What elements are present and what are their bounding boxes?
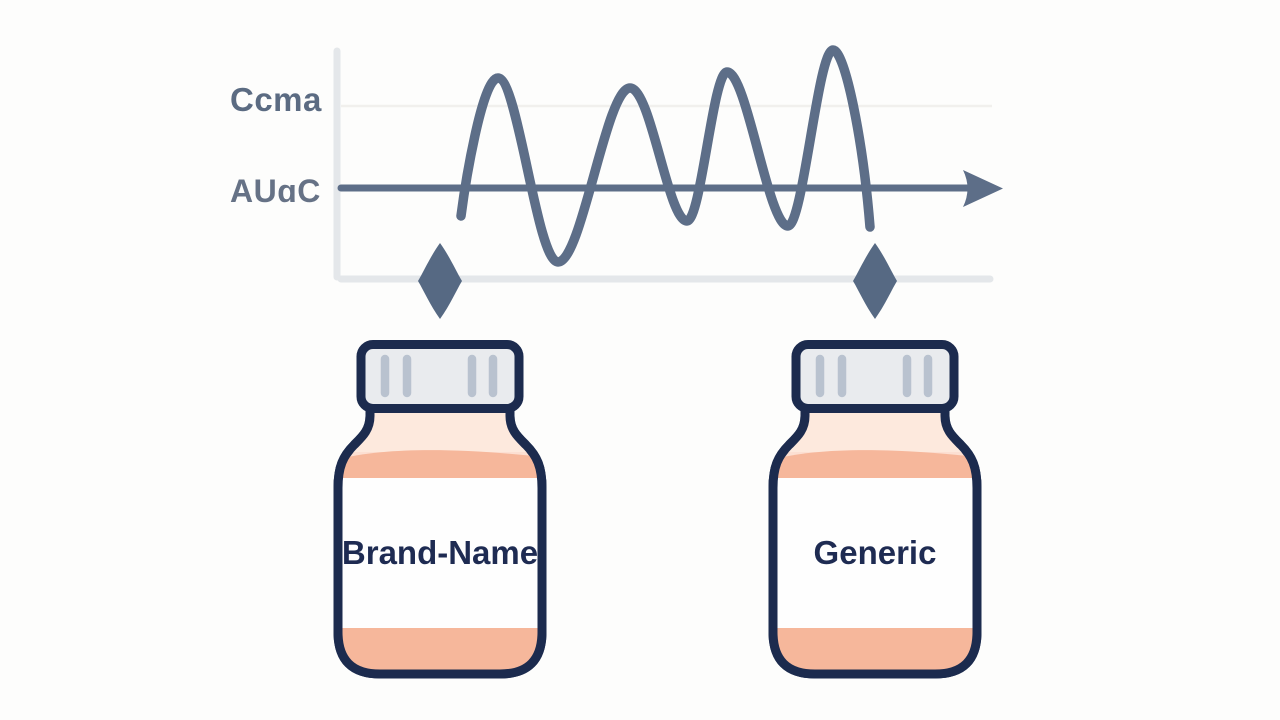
liquid-band-bottom xyxy=(773,628,977,670)
liquid-band-top xyxy=(773,450,977,486)
brand-name-bottle: Brand-Name xyxy=(333,340,547,679)
marker-diamond-generic xyxy=(853,243,897,319)
bottle-body-outline xyxy=(768,397,982,679)
auc-axis-label: AUɑC xyxy=(230,173,321,209)
concentration-wave xyxy=(456,45,875,267)
bottle-label-band xyxy=(773,478,977,628)
liquid-band-bottom xyxy=(338,628,542,670)
bottle-label-text: Brand-Name xyxy=(342,534,538,571)
cap-ridges xyxy=(815,354,933,398)
bottle-cap xyxy=(356,340,524,413)
bottle-label-band xyxy=(338,478,542,628)
arrowhead-icon xyxy=(963,170,1003,207)
cap-ridges xyxy=(380,354,498,398)
bottle-label-text: Generic xyxy=(814,534,937,571)
bottle-cap xyxy=(791,340,959,413)
bottle-body-outline xyxy=(333,397,547,679)
liquid-band-top xyxy=(338,450,542,486)
pharmacokinetic-chart xyxy=(333,45,1003,319)
cmax-axis-label: Ccma xyxy=(230,81,322,118)
generic-bottle: Generic xyxy=(768,340,982,679)
marker-diamond-brand xyxy=(418,243,462,319)
